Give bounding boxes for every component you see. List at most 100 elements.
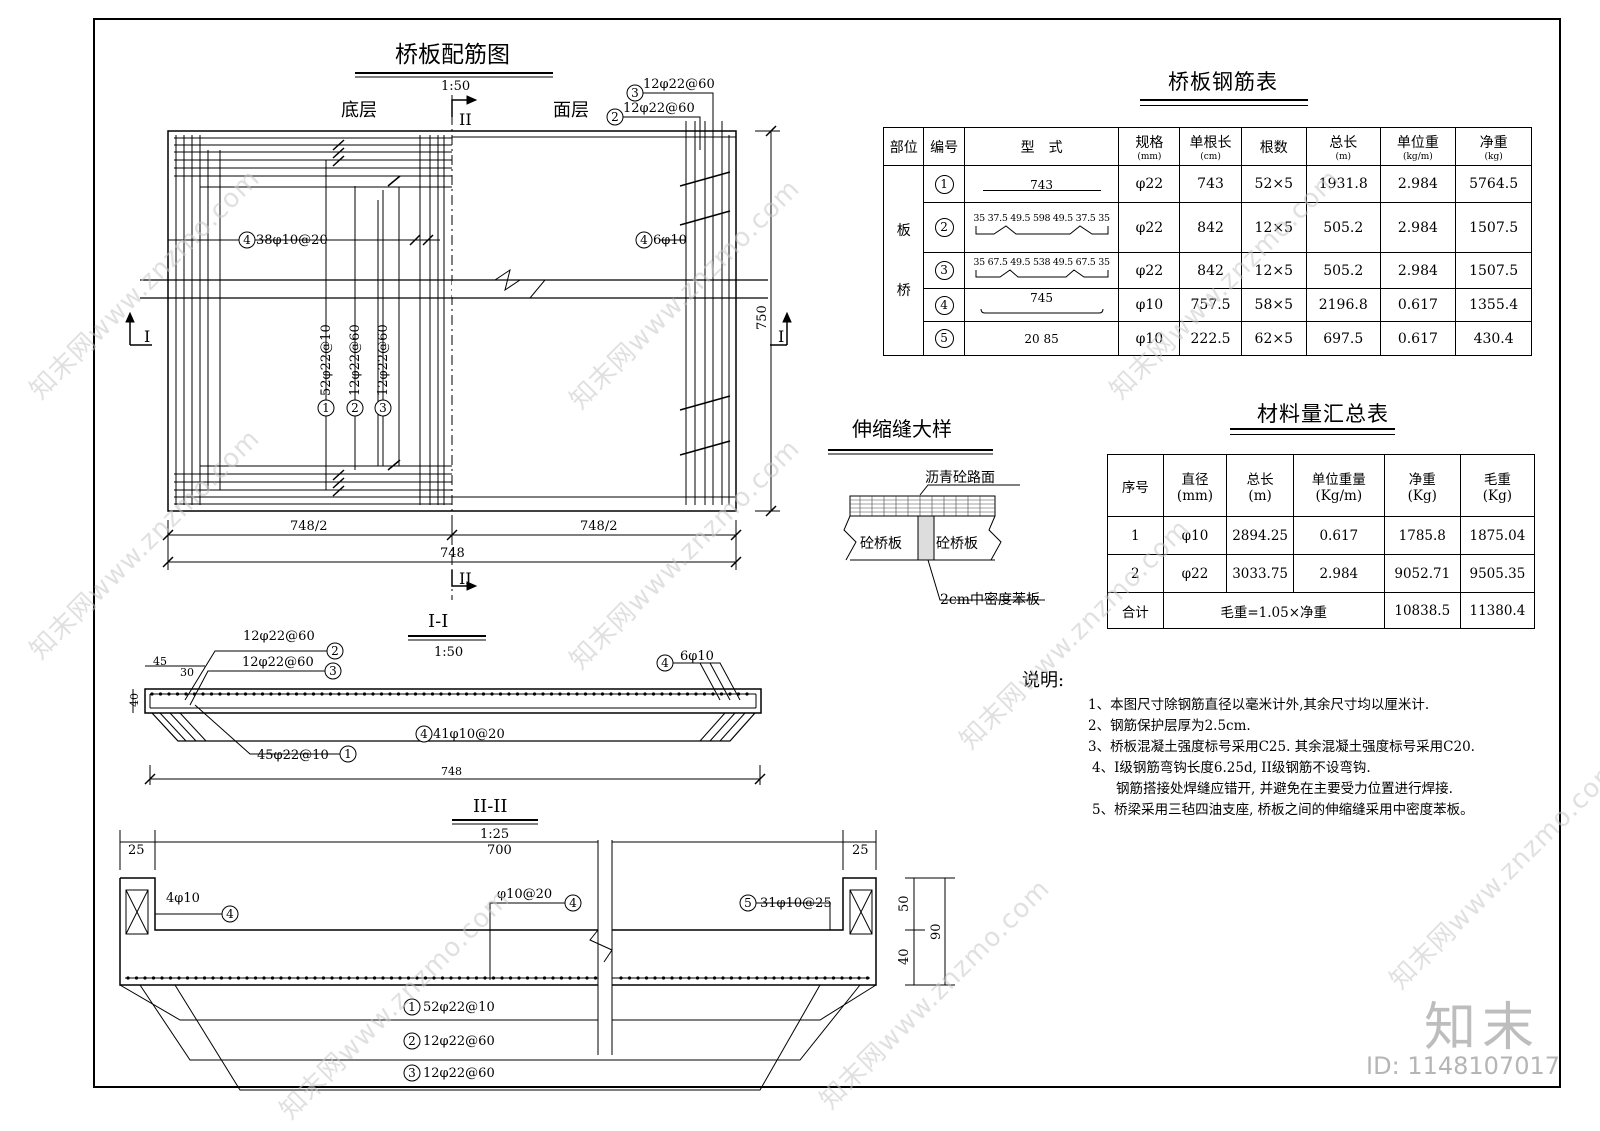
material-h-len: 总长 (m) bbox=[1226, 454, 1294, 517]
rebar-spec: φ10 bbox=[1118, 321, 1181, 356]
rebar-dot bbox=[823, 976, 827, 980]
rebar-dot bbox=[660, 692, 664, 696]
rebar-dot bbox=[627, 976, 632, 980]
s2-num2: 2 bbox=[408, 1034, 416, 1048]
rebar-dot bbox=[143, 976, 147, 980]
rebar-dot bbox=[150, 692, 154, 696]
rebar-dot bbox=[685, 692, 690, 696]
rebar-dot bbox=[192, 692, 197, 696]
note-item: 钢筋搭接处焊缝应错开, 并避免在主要受力位置进行焊接. bbox=[1116, 781, 1453, 797]
rebar-dot bbox=[473, 692, 477, 696]
rebar-dot bbox=[185, 976, 190, 980]
rebar-dot bbox=[211, 976, 215, 980]
section1-dim-45: 45 bbox=[153, 655, 167, 668]
rebar-dot bbox=[694, 692, 698, 696]
section1-label-bot1: 45φ22@10 bbox=[257, 748, 329, 763]
rebar-dot bbox=[763, 976, 768, 980]
rebar-dot bbox=[729, 976, 734, 980]
rebar-dot bbox=[626, 692, 630, 696]
rebar-len: 842 bbox=[1179, 202, 1242, 253]
rebar-table-title-underline bbox=[1140, 99, 1308, 106]
table-row: 5 20 85 φ10 222.5 62×5 697.5 0.617 430.4 bbox=[884, 321, 1532, 356]
rebar-dot bbox=[345, 692, 350, 696]
material-total-net: 10838.5 bbox=[1383, 592, 1461, 629]
note-item: 2、钢筋保护层厚为2.5cm. bbox=[1088, 718, 1251, 734]
rebar-shape: 35 67.5 49.5 538 49.5 67.5 35 bbox=[963, 252, 1120, 289]
rebar-dot bbox=[517, 976, 521, 980]
rebar-dot bbox=[865, 976, 870, 980]
rebar-dot bbox=[320, 692, 324, 696]
material-len: 3033.75 bbox=[1226, 554, 1294, 593]
rebar-dot bbox=[439, 692, 443, 696]
material-total-gross: 11380.4 bbox=[1459, 592, 1536, 629]
plan-num3-top: 3 bbox=[631, 86, 639, 100]
note-item: 5、桥梁采用三毡四油支座, 桥板之间的伸缩缝采用中密度苯板。 bbox=[1092, 802, 1474, 818]
rebar-dot bbox=[294, 692, 299, 696]
rebar-dot bbox=[260, 692, 265, 696]
rebar-dot bbox=[736, 692, 741, 696]
s1-num4: 4 bbox=[420, 727, 428, 741]
s1-num4-right: 4 bbox=[661, 656, 669, 670]
rebar-dot bbox=[704, 976, 708, 980]
plan-bottom-layer: 底层 bbox=[341, 100, 377, 121]
s2-num1: 1 bbox=[408, 1000, 416, 1014]
material-total-formula: 毛重=1.05×净重 bbox=[1162, 592, 1385, 629]
notes-heading: 说明: bbox=[1022, 670, 1065, 691]
rebar-dot bbox=[831, 976, 836, 980]
rebar-count: 62×5 bbox=[1240, 321, 1307, 356]
note-item: 3、桥板混凝土强度标号采用C25. 其余混凝土强度标号采用C20. bbox=[1088, 739, 1475, 755]
plan-dim-half-right: 748/2 bbox=[580, 519, 617, 534]
rebar-dot bbox=[364, 976, 368, 980]
rebar-total: 505.2 bbox=[1305, 252, 1381, 289]
plan-section-II-top: II bbox=[459, 110, 472, 129]
rebar-dot bbox=[634, 692, 639, 696]
rebar-dot bbox=[405, 692, 409, 696]
rebar-dot bbox=[158, 692, 163, 696]
section2-dim-40: 40 bbox=[897, 948, 912, 965]
joint-title: 伸缩缝大样 bbox=[852, 417, 952, 441]
rebar-dot bbox=[228, 976, 232, 980]
rebar-len: 757.5 bbox=[1179, 288, 1242, 322]
section2-title: II-II bbox=[473, 796, 508, 817]
section1-label-top2: 12φ22@60 bbox=[242, 655, 314, 670]
rebar-dot bbox=[371, 692, 375, 696]
plan-label-2-top: 12φ22@60 bbox=[623, 101, 695, 116]
rebar-dot bbox=[313, 976, 317, 980]
rebar-dot bbox=[355, 976, 360, 980]
plan-dim-half-left: 748/2 bbox=[290, 519, 327, 534]
rebar-h-count: 根数 bbox=[1240, 127, 1307, 166]
section1-label-mid: 41φ10@20 bbox=[433, 727, 505, 742]
rebar-dot bbox=[668, 692, 673, 696]
rebar-dot bbox=[287, 976, 292, 980]
rebar-dot bbox=[636, 976, 640, 980]
material-unitw: 2.984 bbox=[1292, 554, 1385, 593]
rebar-dot bbox=[415, 976, 419, 980]
section1-scale: 1:50 bbox=[434, 645, 463, 660]
rebar-shape: 743 bbox=[963, 165, 1120, 203]
rebar-no: 5 bbox=[923, 321, 965, 356]
rebar-no: 3 bbox=[923, 252, 965, 289]
rebar-dot bbox=[738, 976, 742, 980]
rebar-dot bbox=[262, 976, 266, 980]
section1-label-top1: 12φ22@60 bbox=[243, 629, 315, 644]
material-h-gross: 毛重 (Kg) bbox=[1459, 454, 1536, 517]
material-h-unitw: 单位重量 (Kg/m) bbox=[1292, 454, 1385, 517]
rebar-dot bbox=[430, 692, 435, 696]
s1-num3: 3 bbox=[329, 664, 337, 678]
rebar-spec: φ22 bbox=[1118, 252, 1181, 289]
rebar-dot bbox=[670, 976, 674, 980]
rebar-dot bbox=[243, 692, 248, 696]
rebar-no: 2 bbox=[923, 202, 965, 253]
rebar-dot bbox=[524, 692, 528, 696]
s1-num2: 2 bbox=[331, 644, 339, 658]
rebar-unitw: 0.617 bbox=[1379, 321, 1457, 356]
rebar-dot bbox=[362, 692, 367, 696]
rebar-total: 1931.8 bbox=[1305, 165, 1381, 203]
rebar-dot bbox=[134, 976, 139, 980]
rebar-dot bbox=[789, 976, 793, 980]
section2-dim-50: 50 bbox=[897, 895, 912, 912]
plan-section-II-bottom: II bbox=[459, 569, 472, 588]
rebar-dot bbox=[456, 692, 460, 696]
rebar-dot bbox=[661, 976, 666, 980]
rebar-dot bbox=[175, 692, 180, 696]
